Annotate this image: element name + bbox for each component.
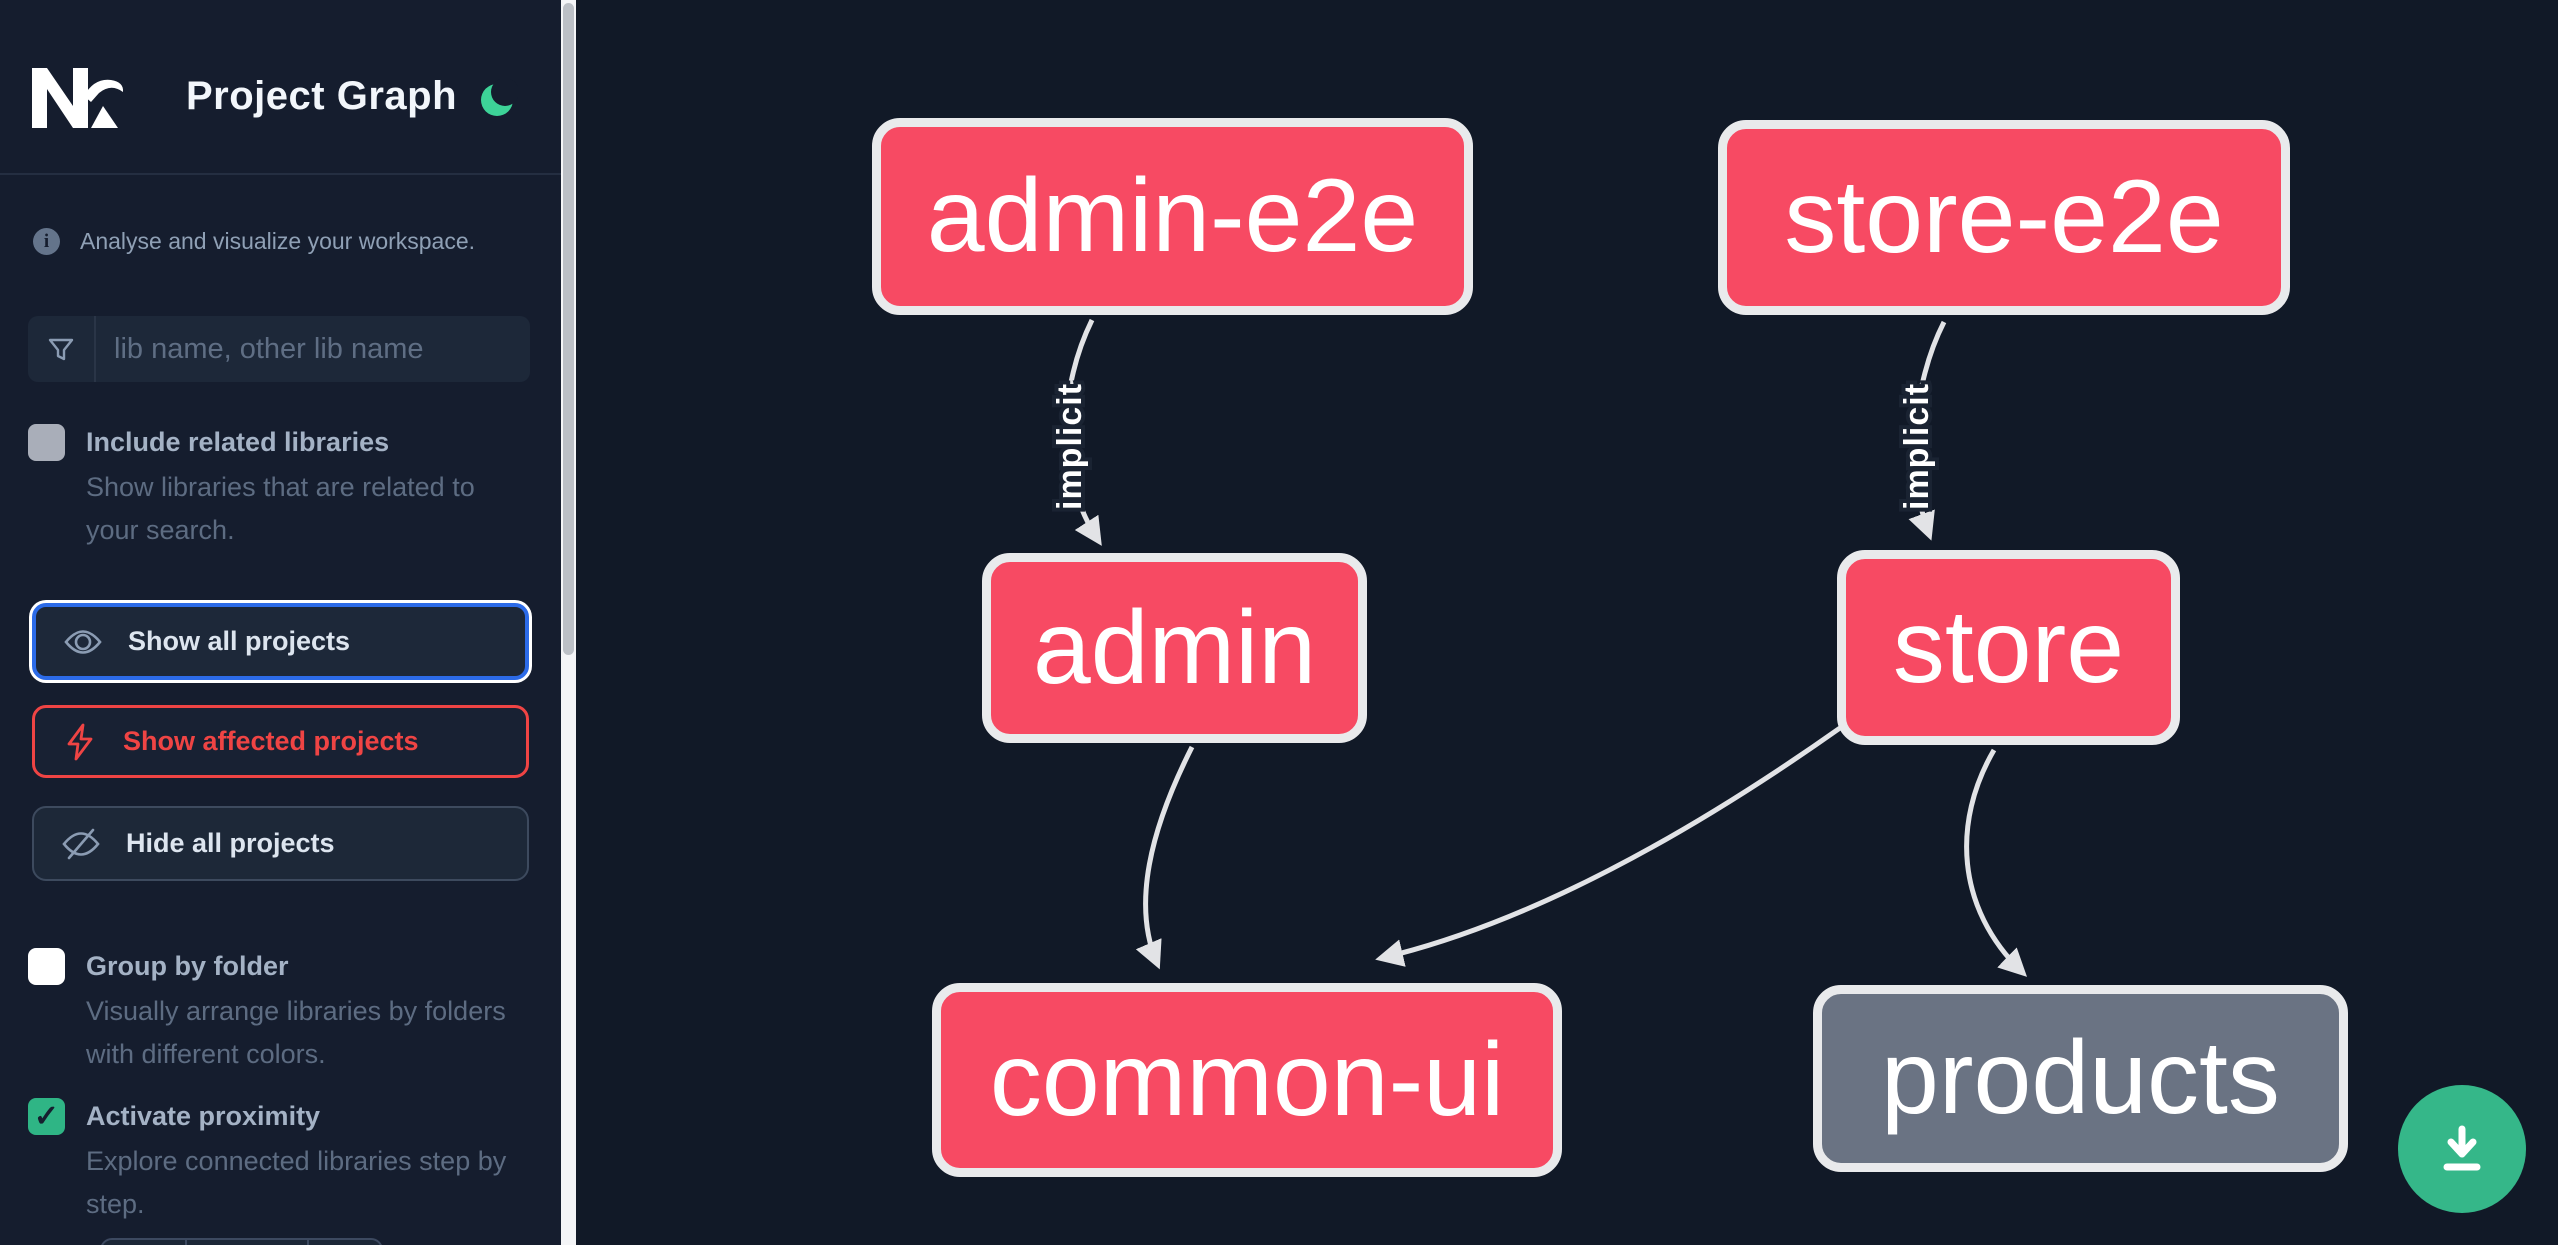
hide-all-projects-button[interactable]: Hide all projects	[32, 806, 529, 881]
filter-input[interactable]	[96, 316, 530, 382]
include-related-checkbox[interactable]	[28, 424, 65, 461]
download-graph-button[interactable]	[2398, 1085, 2526, 1213]
show-affected-projects-button[interactable]: Show affected projects	[32, 705, 529, 778]
node-label: store	[1892, 589, 2125, 705]
info-row: i Analyse and visualize your workspace.	[33, 228, 475, 255]
include-related-description: Show libraries that are related to your …	[86, 472, 475, 545]
proximity-stepper[interactable]	[100, 1238, 383, 1245]
project-node-common-ui[interactable]: common-ui	[932, 983, 1562, 1177]
activate-proximity-label: Activate proximity	[86, 1101, 321, 1131]
node-label: admin-e2e	[926, 158, 1419, 274]
funnel-icon	[28, 316, 96, 382]
project-node-store[interactable]: store	[1837, 550, 2180, 745]
theme-toggle-moon-icon[interactable]	[478, 79, 518, 119]
eye-off-icon	[62, 828, 100, 859]
project-node-products[interactable]: products	[1813, 985, 2348, 1172]
show-affected-projects-label: Show affected projects	[123, 726, 419, 756]
activate-proximity-checkbox[interactable]: ✓	[28, 1098, 65, 1135]
app-title: Project Graph	[186, 74, 458, 118]
group-by-folder-label: Group by folder	[86, 951, 289, 981]
sidebar-scrollbar-track[interactable]	[561, 0, 576, 1245]
project-node-store-e2e[interactable]: store-e2e	[1718, 120, 2290, 315]
include-related-label: Include related libraries	[86, 427, 390, 457]
sidebar-scrollbar-thumb[interactable]	[563, 3, 574, 655]
hide-all-projects-label: Hide all projects	[126, 828, 335, 858]
node-label: store-e2e	[1784, 159, 2224, 275]
project-node-admin[interactable]: admin	[982, 553, 1367, 743]
info-text: Analyse and visualize your workspace.	[80, 228, 476, 254]
nx-logo[interactable]	[28, 58, 132, 132]
group-by-folder-description: Visually arrange libraries by folders wi…	[86, 996, 506, 1069]
download-icon	[2443, 1125, 2481, 1171]
stepper-decrement[interactable]	[102, 1240, 185, 1245]
header-divider	[0, 173, 561, 175]
bolt-icon	[67, 723, 93, 760]
stepper-value	[185, 1240, 307, 1245]
show-all-projects-label: Show all projects	[128, 626, 351, 656]
eye-icon	[64, 629, 102, 654]
search-box	[28, 316, 530, 382]
node-label: admin	[1032, 589, 1317, 706]
sidebar: Project Graph i Analyse and visualize yo…	[0, 0, 561, 1245]
project-node-admin-e2e[interactable]: admin-e2e	[872, 118, 1473, 315]
info-icon: i	[33, 228, 60, 255]
node-label: products	[1881, 1020, 2280, 1136]
node-label: common-ui	[989, 1021, 1505, 1138]
activate-proximity-description: Explore connected libraries step by step…	[86, 1146, 507, 1219]
stepper-increment[interactable]	[307, 1240, 379, 1245]
group-by-folder-checkbox[interactable]	[28, 948, 65, 985]
show-all-projects-button[interactable]: Show all projects	[32, 603, 529, 680]
